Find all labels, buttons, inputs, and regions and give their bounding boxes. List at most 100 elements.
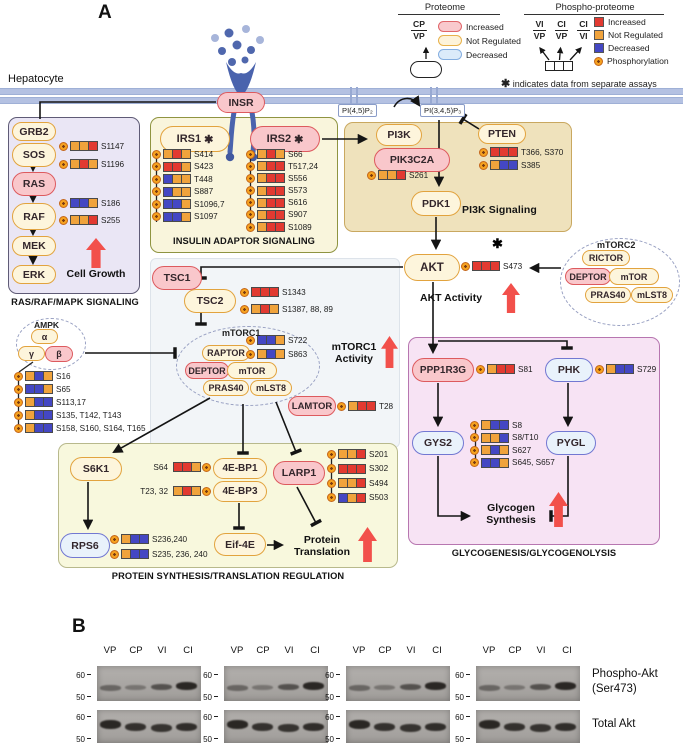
decreased-capsule-swatch: [438, 49, 462, 60]
protein-band: [227, 685, 248, 691]
blot-image: [476, 666, 580, 701]
mtor-label: mTOR: [238, 365, 266, 376]
phospho-site-row: S8: [470, 420, 555, 430]
regulation-square: [396, 170, 406, 180]
mtorc1-activity-line2: Activity: [335, 353, 373, 366]
insr-node: INSR: [217, 92, 265, 113]
regulation-square: [191, 486, 201, 496]
hepatocyte-label: Hepatocyte: [8, 73, 64, 85]
ampk-complex: [16, 318, 86, 370]
legend-item-label: Decreased: [466, 49, 508, 60]
protein-band: [150, 684, 172, 690]
mtor-label: mTOR: [620, 271, 648, 282]
phosphorylation-icon: [59, 159, 68, 169]
grb2-node: GRB2: [12, 122, 56, 141]
phospho-site-row: S255: [59, 215, 120, 225]
phospho-site-row: S503: [327, 492, 388, 503]
square-trio: [163, 149, 191, 159]
ras-node: RAS: [12, 172, 56, 196]
protein-translation-line1: Protein: [303, 534, 341, 546]
phosphorylation-icon: [152, 149, 161, 159]
phosphorylation-icon: [110, 534, 119, 544]
lane-label: CI: [310, 645, 320, 656]
akt-node: AKT: [404, 254, 460, 281]
mapk-caption: RAS/RAF/MAPK SIGNALING: [11, 297, 139, 307]
phospho-site-row: S907: [246, 209, 318, 220]
protein-band: [374, 723, 396, 731]
phospho-site-row: S616: [246, 197, 318, 208]
phospho-legend-title: Phospho-proteome: [555, 2, 635, 12]
site-label: T448: [194, 174, 213, 184]
square-trio: [25, 423, 53, 433]
phosphorylation-icon: [246, 349, 255, 359]
square-trio: [257, 173, 285, 184]
regulation-square: [356, 478, 366, 488]
phosphorylation-icon: [246, 173, 255, 183]
legend-item: Increased: [438, 21, 521, 32]
phospho-site-row: S556: [246, 173, 318, 184]
regulation-square: [139, 549, 149, 559]
square-trio-glyph: [545, 61, 573, 71]
phospho-akt-label-line1: Phospho-Akt: [592, 668, 658, 680]
regulation-square: [43, 397, 53, 407]
mek-node: MEK: [12, 236, 56, 256]
mtorc2-title: mTORC2: [597, 240, 636, 250]
regulation-square: [275, 209, 285, 220]
phospho-site-row: T28: [337, 401, 393, 411]
asterisk-glyph: ✱: [501, 78, 511, 90]
regulation-square: [275, 349, 285, 359]
lane-label: VI: [284, 645, 294, 656]
phk-label: PHK: [557, 364, 581, 376]
proteome-legend-items: Increased Not Regulated Decreased: [438, 21, 521, 60]
ampk-beta-label: β: [56, 349, 62, 359]
fraction-numerator: CI: [555, 19, 568, 32]
protein-band: [504, 723, 526, 731]
protein-band: [349, 685, 370, 691]
4ebp1-node: 4E-BP1: [213, 458, 267, 479]
irs2-asterisk: ✱: [294, 133, 304, 146]
raf-label: RAF: [23, 210, 45, 223]
phospho-site-row: T517,24: [246, 161, 318, 172]
regulation-square: [88, 159, 98, 169]
legend-item-label: Decreased: [608, 43, 650, 53]
protein-band: [425, 682, 447, 690]
regulation-square: [43, 384, 53, 394]
square-trio: [163, 199, 191, 209]
lane-label: VI: [157, 645, 167, 656]
phospho-site-row: S573: [246, 185, 318, 196]
mek-label: MEK: [22, 240, 46, 252]
regulation-square: [356, 463, 366, 474]
lane-label: CI: [183, 645, 193, 656]
marker-label: 60: [455, 671, 470, 680]
phosphorylation-icon: [152, 162, 161, 171]
phospho-site-row: S494: [327, 478, 388, 488]
phospho-site-row: S8/T10: [470, 432, 555, 443]
4ebp3-node: 4E-BP3: [213, 481, 267, 502]
phospho-site-row: S16: [14, 371, 146, 381]
regulation-square: [275, 161, 285, 172]
marker-label: 50: [76, 693, 91, 702]
square-trio: [163, 186, 191, 197]
regulation-square: [43, 410, 53, 420]
phosphorylation-icon: [14, 410, 23, 420]
square-trio: [163, 161, 191, 172]
regulation-square: [88, 198, 98, 208]
insulin-dots: [211, 25, 264, 66]
regulation-square: [499, 445, 509, 455]
square-trio: [257, 197, 285, 208]
phosphorylation-icon: [246, 222, 255, 232]
phosphorylation-icon: [240, 287, 249, 297]
eif4e-label: Eif-4E: [225, 538, 255, 551]
4ebp3-label: 4E-BP3: [222, 486, 258, 497]
ampk-gamma-label: γ: [28, 348, 34, 359]
glyco-caption: GLYCOGENESIS/GLYCOGENOLYSIS: [451, 548, 617, 558]
phosphorylation-icon: [240, 304, 249, 314]
regulation-square: [508, 147, 518, 157]
protein-band: [529, 684, 551, 690]
pi3k-label: PI3K: [387, 129, 411, 141]
square-trio: [257, 149, 285, 159]
